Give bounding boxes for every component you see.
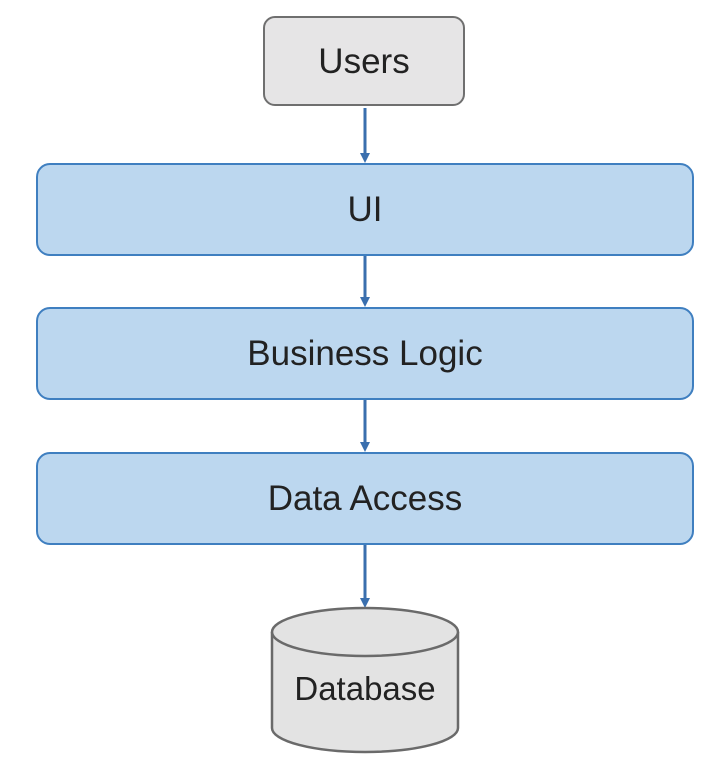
users-label: Users xyxy=(318,41,410,81)
database-cylinder-top xyxy=(270,606,460,658)
ui-layer: UI xyxy=(36,163,694,256)
ui-layer-label: UI xyxy=(347,190,383,229)
business-logic-layer-label: Business Logic xyxy=(247,334,483,373)
data-access-layer-label: Data Access xyxy=(267,479,463,518)
data-access-layer: Data Access xyxy=(36,452,694,545)
business-logic-layer: Business Logic xyxy=(36,307,694,400)
users-node: Users xyxy=(263,16,465,106)
database-label: Database xyxy=(294,670,436,707)
